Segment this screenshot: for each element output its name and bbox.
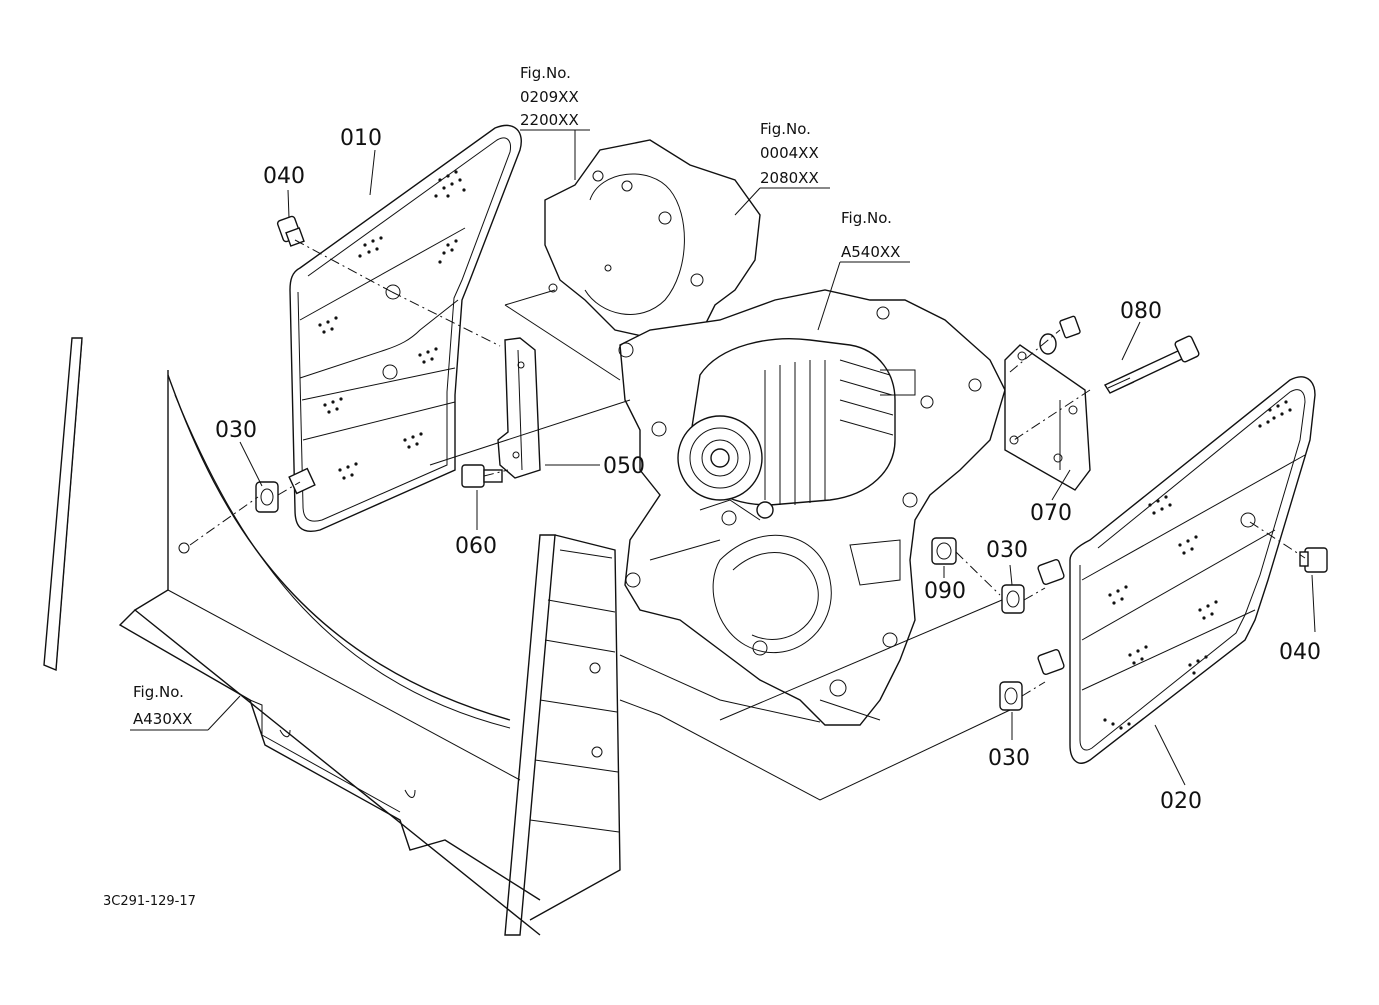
fig-label: Fig.No.: [133, 683, 184, 701]
bushing-090-drawing: [931, 537, 957, 565]
callout-040-right: 040: [1279, 640, 1321, 665]
figure-reference-0209: Fig.No. 0209XX 2200XX: [520, 64, 579, 129]
side-cover-010-drawing: [288, 124, 522, 532]
leader-lines: [239, 129, 1316, 786]
callout-060: 060: [455, 534, 497, 559]
alternator-drawing: [677, 338, 916, 519]
callout-090: 090: [924, 579, 966, 604]
side-cover-020-drawing: [1037, 376, 1316, 764]
fig-label: Fig.No.: [760, 120, 811, 138]
nut-030-left-drawing: [255, 481, 279, 513]
fig-ref-code: 2200XX: [520, 111, 579, 129]
figure-reference-0004: Fig.No. 0004XX 2080XX: [760, 120, 819, 187]
figure-reference-a430: Fig.No. A430XX: [133, 683, 192, 728]
part-callouts: 010 020 030 030 030 040 040 050 060 070 …: [215, 126, 1321, 814]
assembly-centerlines: [189, 239, 1306, 697]
fig-ref-code: A430XX: [133, 710, 192, 728]
fig-ref-code: 2080XX: [760, 169, 819, 187]
nut-030-mid-drawing: [1001, 584, 1025, 614]
callout-050: 050: [603, 454, 645, 479]
callout-020: 020: [1160, 789, 1202, 814]
reference-lines: [429, 289, 1011, 801]
bolt-040-right-drawing: [1299, 547, 1328, 573]
figure-reference-a540: Fig.No. A540XX: [841, 209, 900, 261]
bracket-070-drawing: [1004, 344, 1091, 491]
drawing-number: 3C291-129-17: [103, 894, 196, 909]
callout-030-mid: 030: [986, 538, 1028, 563]
fig-ref-code: A540XX: [841, 243, 900, 261]
bolt-040-left-drawing: [276, 215, 305, 247]
frame-shroud-drawing: [43, 337, 621, 936]
bolt-080-drawing: [1039, 315, 1200, 394]
fig-label: Fig.No.: [520, 64, 571, 82]
nut-030-low-drawing: [999, 681, 1023, 711]
bolt-060-drawing: [461, 464, 503, 488]
callout-040-left: 040: [263, 164, 305, 189]
fig-label: Fig.No.: [841, 209, 892, 227]
fig-ref-code: 0004XX: [760, 144, 819, 162]
bracket-050-drawing: [497, 337, 541, 479]
callout-030-low: 030: [988, 746, 1030, 771]
callout-010: 010: [340, 126, 382, 151]
callout-080: 080: [1120, 299, 1162, 324]
callout-030-left: 030: [215, 418, 257, 443]
fig-ref-code: 0209XX: [520, 88, 579, 106]
callout-070: 070: [1030, 501, 1072, 526]
